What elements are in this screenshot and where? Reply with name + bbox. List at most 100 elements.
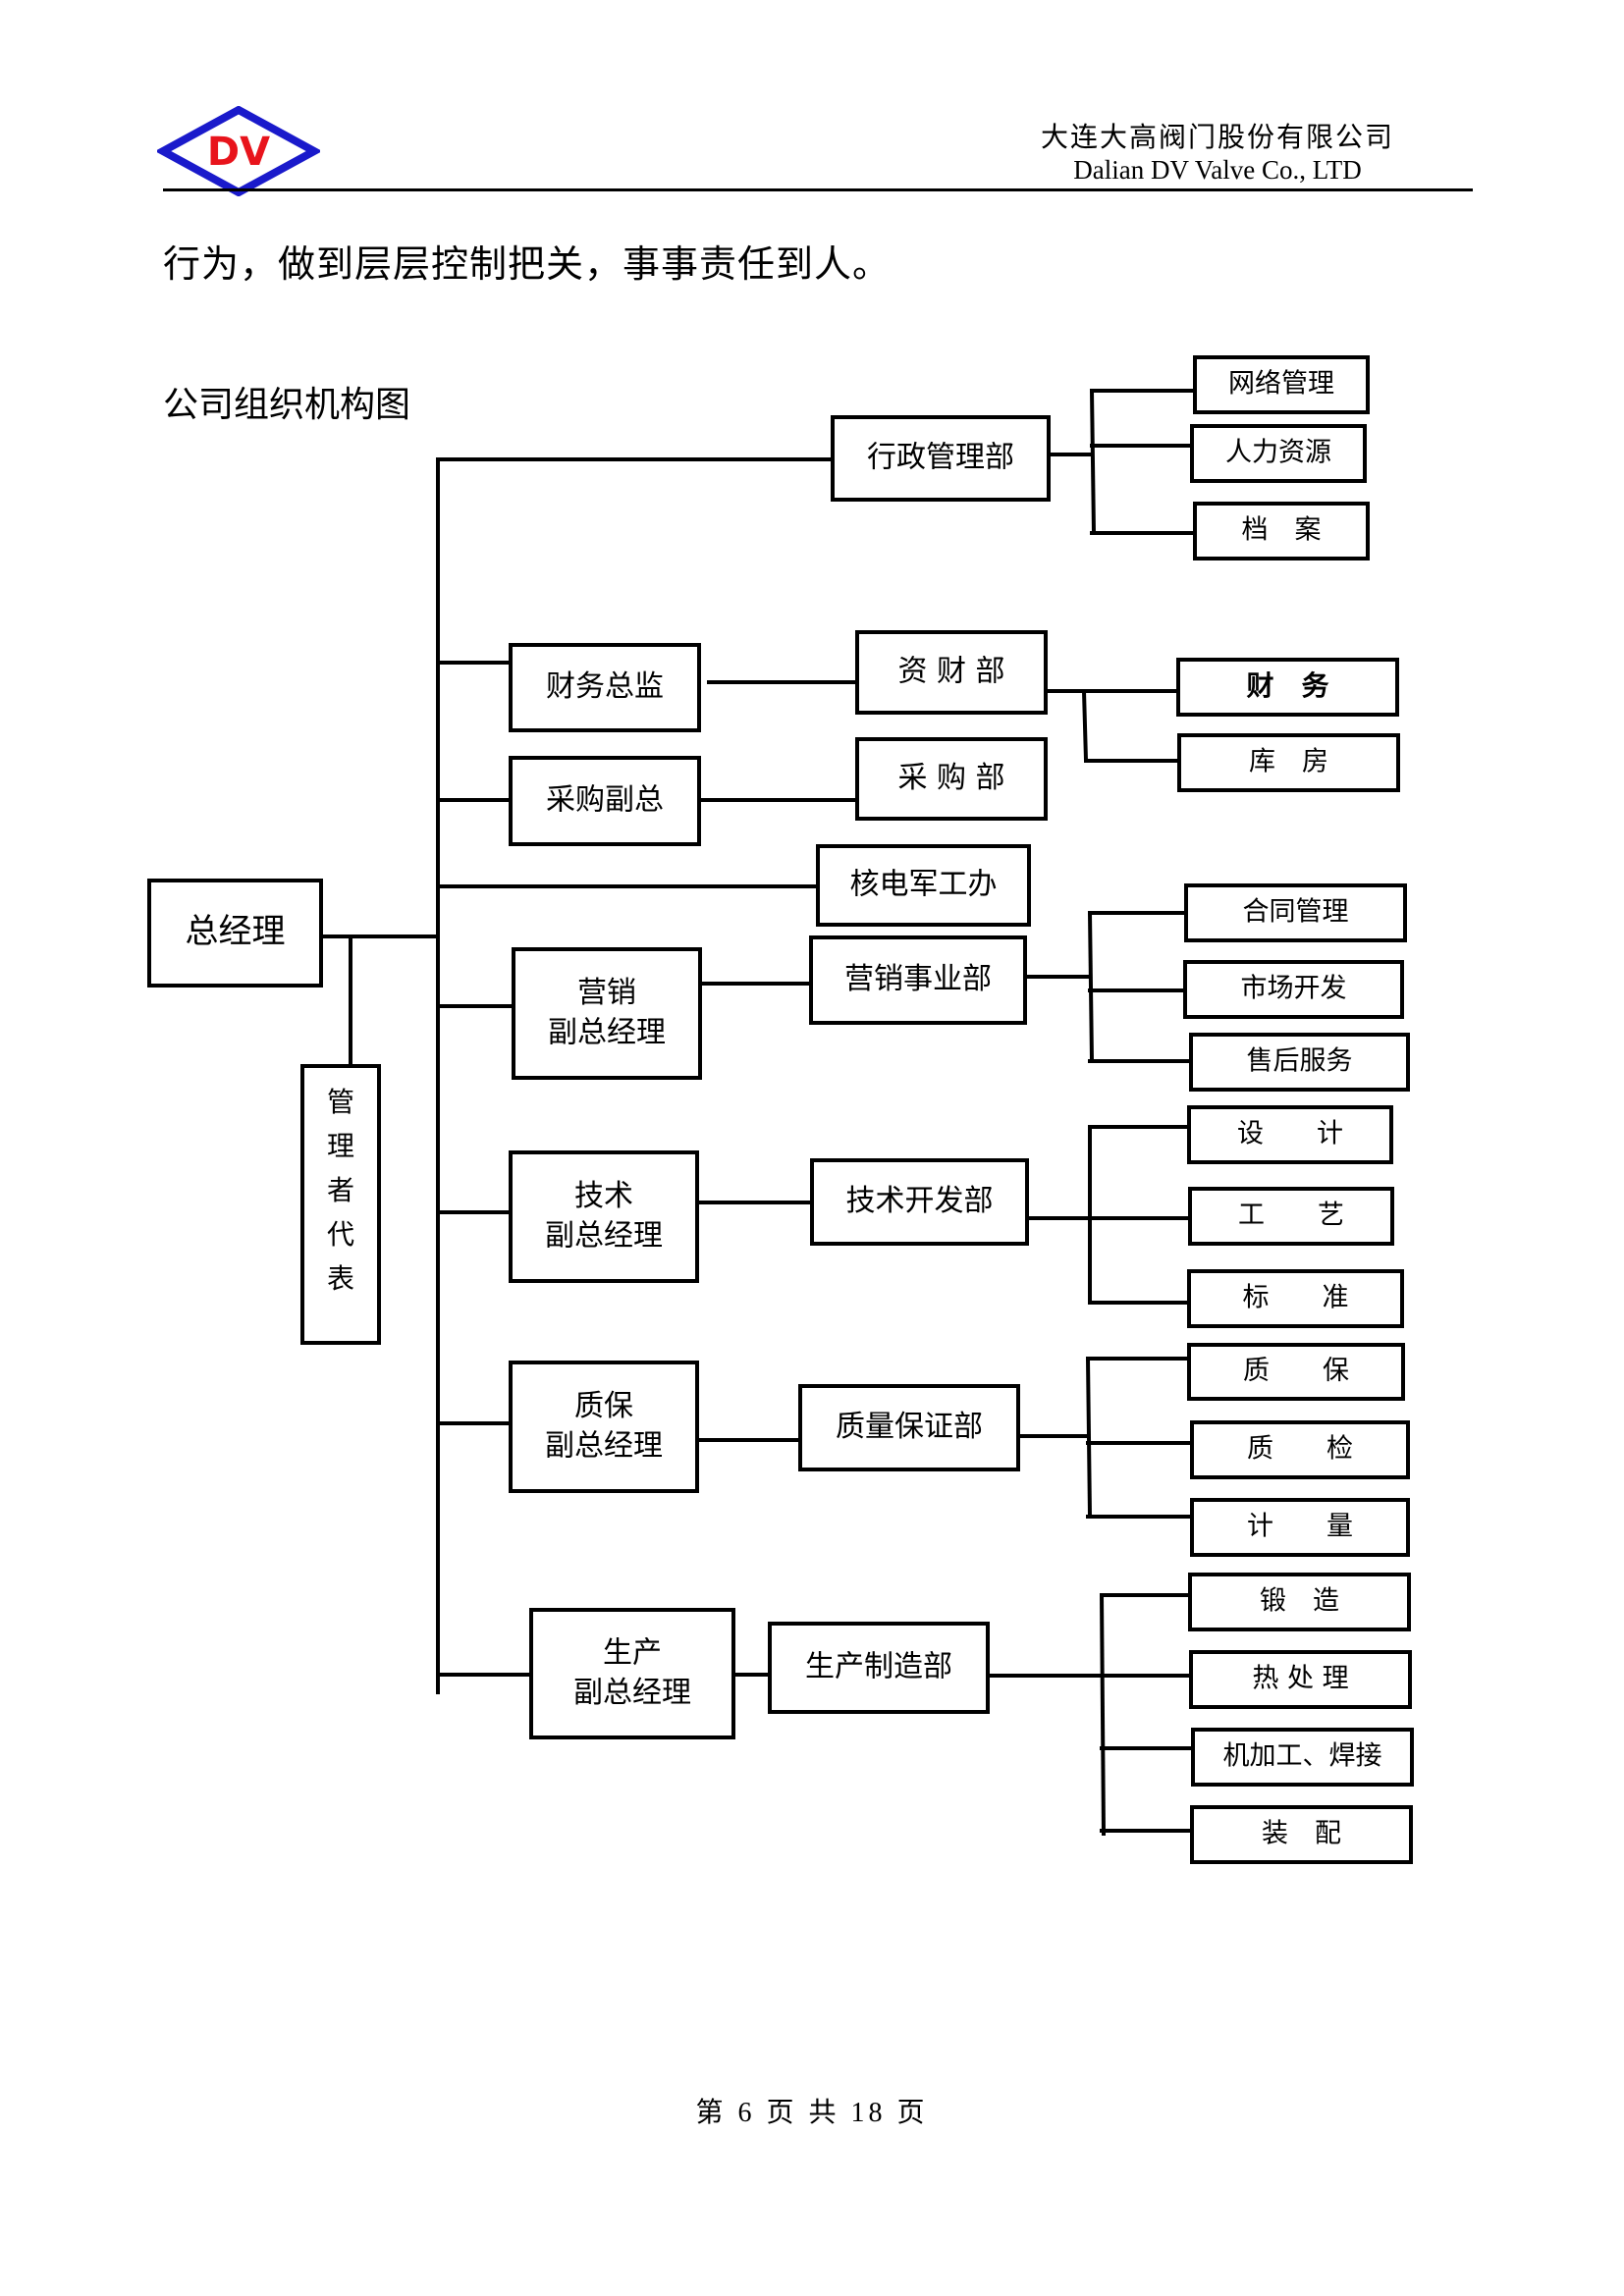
node-qa-child: 计 量: [1190, 1498, 1410, 1557]
node-sales-child-box: [1189, 1033, 1410, 1092]
node-finance-child-box: [1177, 733, 1400, 792]
node-production-child: 装 配: [1190, 1805, 1413, 1864]
node-qa-child-label: 质 检: [1247, 1434, 1353, 1465]
node-finance-child: 财 务: [1176, 658, 1399, 717]
node-sales-child-label: 售后服务: [1247, 1046, 1353, 1077]
node-purchase-dept-label: 采 购 部: [897, 761, 1004, 795]
node-finance-dept: 资 财 部: [855, 630, 1048, 715]
node-qa-dept-box: [798, 1384, 1020, 1471]
node-production-child-label: 锻 造: [1260, 1586, 1339, 1617]
node-qa-child-box: [1190, 1420, 1410, 1479]
node-vp-quality-label: 副总经理: [545, 1428, 663, 1463]
node-management-rep-label-char: 管: [327, 1086, 354, 1118]
node-nuclear-office-label: 核电军工办: [850, 868, 998, 902]
node-tech-child-box: [1187, 1269, 1404, 1328]
node-admin-dept-box: [831, 415, 1051, 502]
node-finance-child-label: 库 房: [1249, 747, 1328, 777]
node-production-child-label: 热 处 理: [1252, 1664, 1348, 1694]
node-production-child-label: 机加工、焊接: [1223, 1741, 1382, 1772]
node-finance-child-box: [1176, 658, 1399, 717]
node-production-child-box: [1190, 1805, 1413, 1864]
header-divider: [163, 188, 1473, 191]
production-bus: [1099, 1592, 1107, 1837]
qa-bus: [1085, 1356, 1093, 1520]
node-production-child: 热 处 理: [1189, 1650, 1412, 1709]
node-finance-child: 库 房: [1177, 733, 1400, 792]
node-vp-production-label: 副总经理: [573, 1676, 691, 1710]
node-admin-child: 网络管理: [1193, 355, 1370, 414]
node-admin-child-box: [1193, 355, 1370, 414]
node-finance-dept-box: [855, 630, 1048, 715]
company-name-cn: 大连大高阀门股份有限公司: [1041, 121, 1395, 153]
node-management-rep-label-char: 表: [327, 1262, 354, 1295]
node-sales-child-label: 市场开发: [1241, 974, 1347, 1004]
node-admin-child-label: 档 案: [1242, 515, 1322, 546]
node-sales-child-box: [1184, 883, 1407, 942]
node-tech-child-label: 标 准: [1243, 1283, 1349, 1313]
node-management-rep-label-char: 者: [327, 1174, 354, 1206]
node-vp-sales-box: [512, 947, 702, 1080]
node-sales-child: 市场开发: [1183, 960, 1404, 1019]
node-production-dept-box: [768, 1622, 990, 1714]
node-tech-child-label: 工 艺: [1238, 1201, 1344, 1231]
node-tech-child: 设 计: [1187, 1105, 1393, 1164]
node-tech-dept: 技术开发部: [810, 1158, 1029, 1246]
dv-diamond-logo-icon: DV: [157, 106, 320, 196]
node-vp-quality-box: [509, 1361, 699, 1493]
node-vp-sales-label: 营销: [577, 976, 636, 1010]
node-production-child-box: [1189, 1650, 1412, 1709]
node-management-rep-box: [300, 1064, 381, 1345]
node-cfo-label: 财务总监: [546, 669, 664, 704]
page-number-footer: 第 6 页 共 18 页: [695, 2098, 929, 2128]
node-production-child-box: [1191, 1728, 1414, 1787]
node-nuclear-office: 核电军工办: [816, 844, 1031, 927]
node-sales-dept: 营销事业部: [809, 935, 1027, 1025]
sales-bus: [1087, 910, 1095, 1064]
node-vp-tech-box: [509, 1150, 699, 1283]
node-admin-child-box: [1190, 424, 1367, 483]
node-production-child: 锻 造: [1188, 1573, 1411, 1631]
node-admin-child-box: [1193, 502, 1370, 561]
node-cfo: 财务总监: [509, 643, 701, 732]
node-qa-dept: 质量保证部: [798, 1384, 1020, 1471]
node-general-manager-label: 总经理: [186, 912, 286, 951]
node-production-dept-label: 生产制造部: [805, 1650, 952, 1684]
node-admin-child: 档 案: [1193, 502, 1370, 561]
node-qa-child-label: 计 量: [1247, 1512, 1353, 1542]
node-vp-sales-label: 副总经理: [548, 1015, 666, 1049]
finance-bus: [1081, 688, 1089, 764]
node-vp-tech-label: 副总经理: [545, 1218, 663, 1253]
company-name-en: Dalian DV Valve Co., LTD: [1073, 155, 1362, 185]
node-general-manager-box: [147, 879, 323, 988]
node-tech-dept-box: [810, 1158, 1029, 1246]
node-purchase-dept: 采 购 部: [855, 737, 1048, 821]
admin-bus: [1089, 388, 1097, 536]
node-tech-child-box: [1187, 1105, 1393, 1164]
org-chart-nodes: 总经理管理者代表行政管理部网络管理人力资源档 案财务总监资 财 部财 务库 房采…: [147, 355, 1414, 1864]
node-admin-child: 人力资源: [1190, 424, 1367, 483]
org-chart-connectors: [319, 388, 1197, 1837]
node-sales-dept-box: [809, 935, 1027, 1025]
node-vp-production-box: [529, 1608, 735, 1739]
node-vp-purchase-box: [509, 756, 701, 846]
node-sales-dept-label: 营销事业部: [844, 962, 992, 996]
node-management-rep-label-char: 理: [327, 1130, 354, 1162]
node-vp-quality-label: 质保: [574, 1389, 633, 1423]
node-vp-production-label: 生产: [603, 1635, 662, 1670]
node-qa-child: 质 保: [1187, 1343, 1405, 1401]
node-cfo-box: [509, 643, 701, 732]
node-production-child-label: 装 配: [1262, 1819, 1341, 1849]
node-admin-child-label: 人力资源: [1225, 438, 1331, 468]
node-purchase-dept-box: [855, 737, 1048, 821]
intro-paragraph-line: 行为，做到层层控制把关，事事责任到人。: [163, 242, 892, 286]
node-qa-child-label: 质 保: [1243, 1356, 1349, 1386]
node-vp-tech-label: 技术: [574, 1179, 633, 1213]
node-sales-child: 售后服务: [1189, 1033, 1410, 1092]
node-vp-purchase-label: 采购副总: [546, 783, 664, 818]
node-admin-child-label: 网络管理: [1228, 369, 1334, 400]
